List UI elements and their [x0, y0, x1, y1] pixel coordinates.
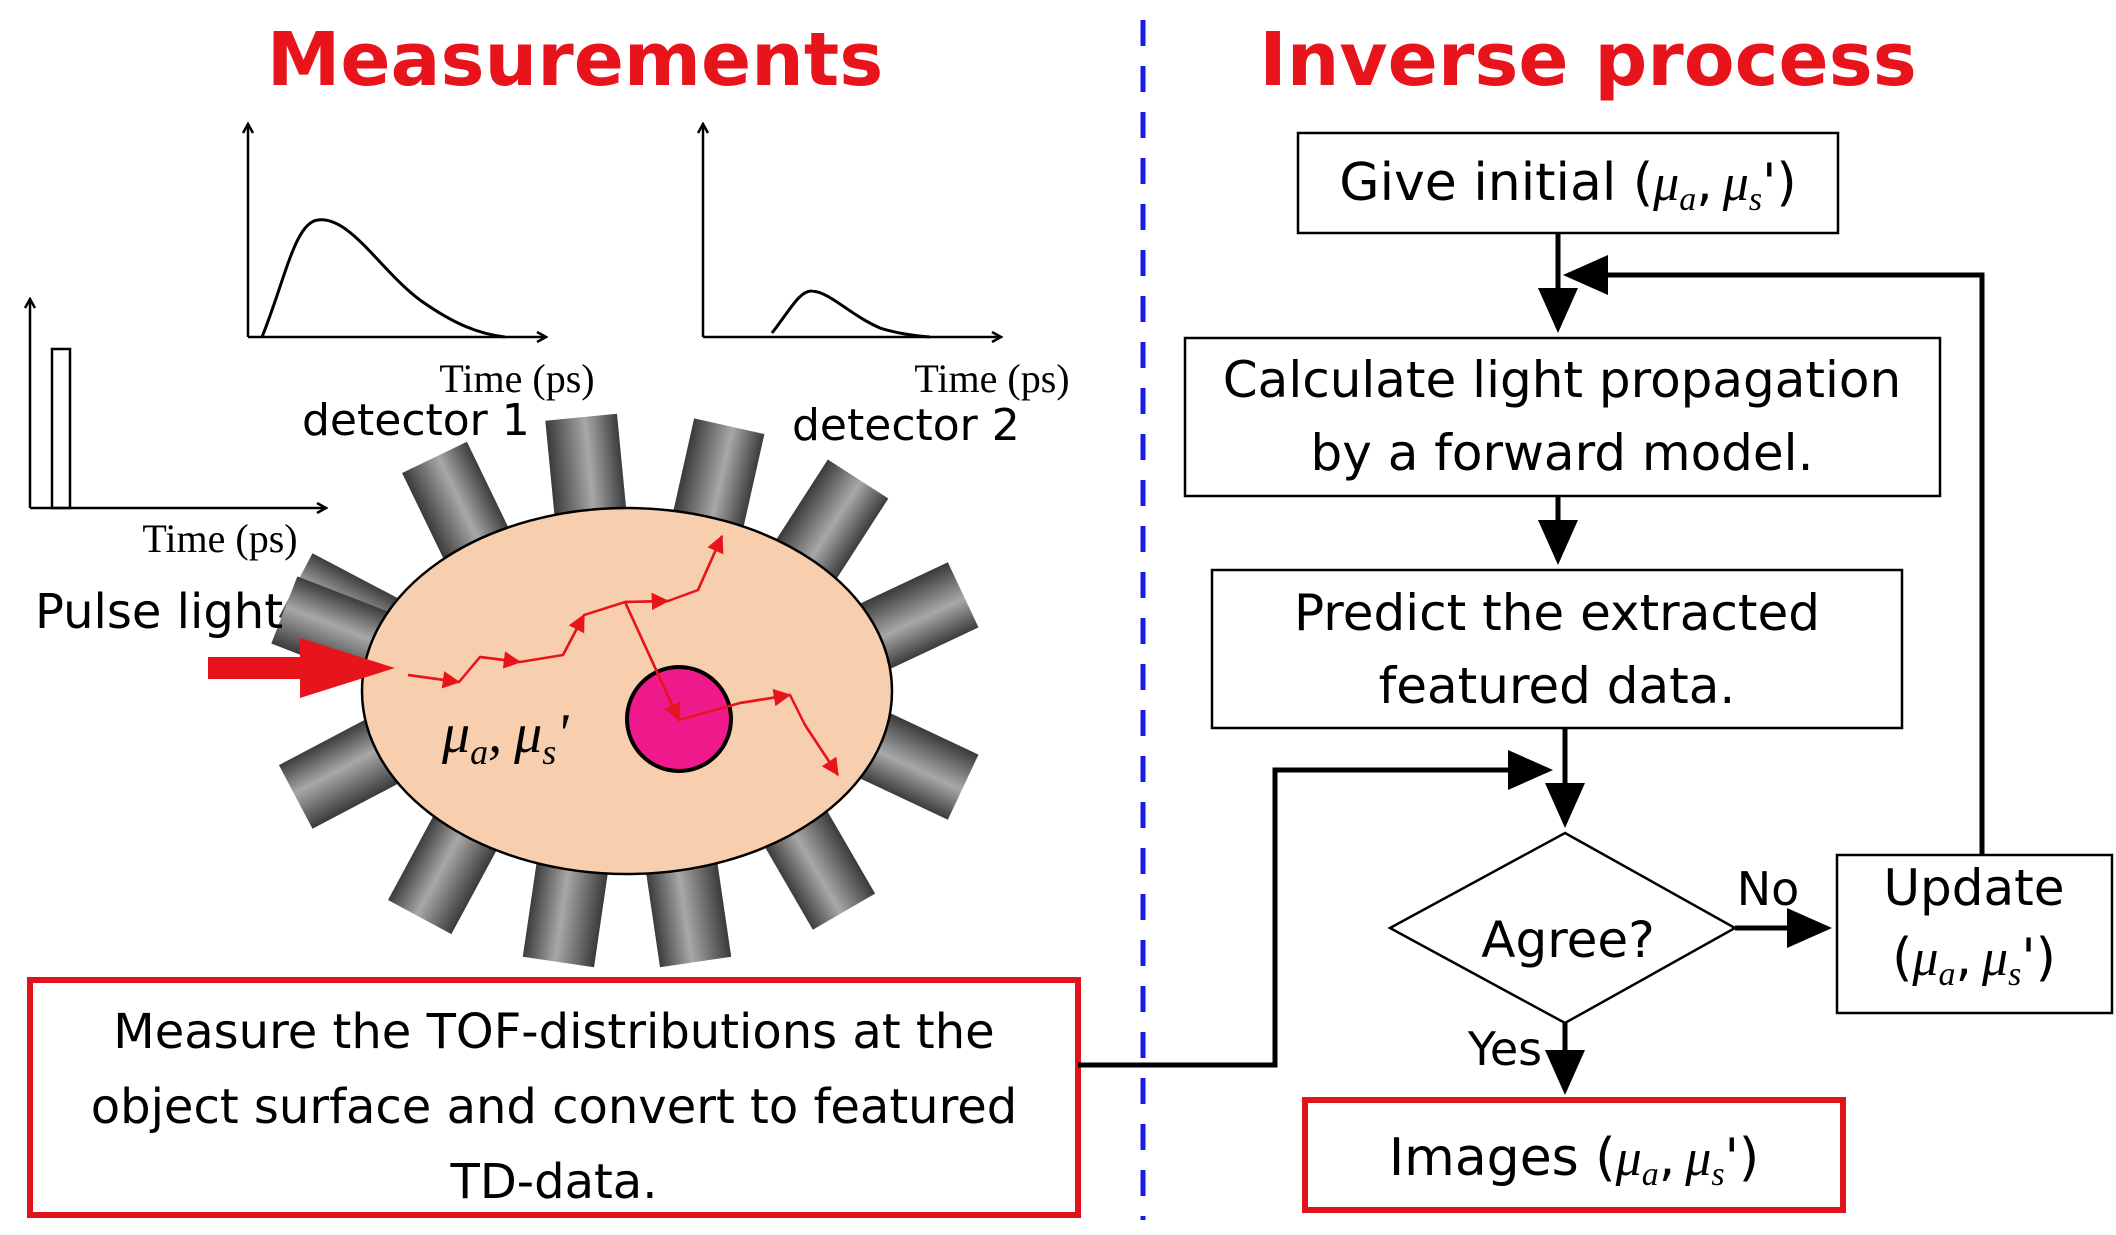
- init-mu-s-sub: s: [1749, 181, 1762, 218]
- images-text: Images (μa,μs'): [1389, 1128, 1759, 1193]
- measure-box-line-1: Measure the TOF-distributions at the: [113, 1004, 994, 1060]
- detector-1-graph: Time (ps): [248, 125, 595, 401]
- pulse-light-arrow-icon: [208, 638, 395, 698]
- measure-to-compare-connector: [1078, 750, 1553, 1068]
- images-prime-close: '): [1725, 1128, 1760, 1188]
- no-label: No: [1737, 862, 1800, 916]
- images-prefix: Images (: [1389, 1128, 1616, 1188]
- detector-1-tof-curve: [260, 218, 506, 339]
- tissue-object: [360, 506, 894, 876]
- init-mu-s: μ: [1722, 155, 1749, 212]
- photon-step-7: [803, 724, 840, 777]
- update-box: [1835, 853, 2114, 1015]
- detector-1-label: detector 1: [302, 395, 530, 446]
- detector-1-x-label: Time (ps): [439, 356, 594, 401]
- update-sep: ,: [1955, 928, 1972, 988]
- inverse-process-heading: Inverse process: [1259, 17, 1917, 103]
- update-mu-s: μ: [1981, 930, 2008, 987]
- mu-s-subscript: s: [542, 732, 556, 772]
- init-prime-close: '): [1762, 153, 1797, 213]
- pulse-bar: [50, 347, 72, 510]
- measure-box-line-2: object surface and convert to featured: [91, 1079, 1018, 1135]
- photon-step-1: [407, 671, 461, 689]
- mu-a-subscript: a: [470, 732, 488, 772]
- update-open: (: [1892, 928, 1912, 988]
- update-mu-a: μ: [1911, 930, 1938, 987]
- photon-step-8: [623, 601, 681, 722]
- calculate-line-1: Calculate light propagation: [1223, 351, 1901, 409]
- update-mu-s-sub: s: [2008, 956, 2021, 993]
- images-box: [1302, 1097, 1846, 1213]
- give-initial-text: Give initial (μa,μs'): [1339, 153, 1796, 218]
- images-sep: ,: [1659, 1128, 1676, 1188]
- update-line-2: (μa,μs'): [1892, 928, 2056, 993]
- calculate-box: [1183, 336, 1942, 498]
- pulse-graph: Time (ps): [30, 300, 325, 561]
- mu-separator: ,: [488, 703, 502, 765]
- pulse-graph-x-label: Time (ps): [142, 516, 297, 561]
- measure-box: [27, 977, 1081, 1218]
- update-prime-close: '): [2021, 928, 2056, 988]
- update-mu-a-sub: a: [1938, 956, 1955, 993]
- detector-2-tof-curve: [770, 289, 931, 339]
- object-group: μa,μs': [271, 413, 979, 968]
- predict-line-2: featured data.: [1379, 657, 1736, 715]
- mu-a-symbol: μ: [441, 703, 470, 765]
- images-mu-s-sub: s: [1711, 1156, 1724, 1193]
- arrow-update-loop: [1563, 255, 1985, 855]
- photon-step-4: [624, 592, 670, 611]
- give-initial-box: [1296, 131, 1840, 235]
- photon-step-5: [696, 534, 724, 591]
- measurements-heading: Measurements: [267, 17, 884, 103]
- images-mu-s: μ: [1684, 1130, 1711, 1187]
- mu-s-symbol: μ: [513, 703, 542, 765]
- detector-2-graph: Time (ps): [703, 125, 1070, 401]
- photon-step-6: [739, 688, 792, 707]
- predict-box: [1210, 568, 1904, 730]
- agree-text: Agree?: [1481, 911, 1654, 969]
- init-mu-a: μ: [1652, 155, 1679, 212]
- photon-step-3: [561, 613, 586, 656]
- predict-line-1: Predict the extracted: [1294, 584, 1820, 642]
- photon-step-2: [479, 651, 522, 669]
- images-mu-a-sub: a: [1642, 1156, 1659, 1193]
- give-initial-prefix: Give initial (: [1339, 153, 1653, 213]
- calculate-line-2: by a forward model.: [1311, 424, 1814, 482]
- images-mu-a: μ: [1615, 1130, 1642, 1187]
- object-optical-properties: μa,μs': [441, 703, 569, 772]
- pulse-light-label: Pulse light: [35, 584, 283, 640]
- measure-box-line-3: TD-data.: [450, 1154, 658, 1210]
- detector-2-x-label: Time (ps): [914, 356, 1069, 401]
- update-line-1: Update: [1883, 859, 2064, 917]
- mu-s-prime: ': [556, 703, 569, 765]
- photon-arrowheads: [407, 534, 724, 689]
- detector-2-label: detector 2: [792, 400, 1020, 451]
- detector-icon: [545, 413, 629, 539]
- yes-label: Yes: [1467, 1022, 1542, 1076]
- init-sep: ,: [1696, 153, 1713, 213]
- init-mu-a-sub: a: [1679, 181, 1696, 218]
